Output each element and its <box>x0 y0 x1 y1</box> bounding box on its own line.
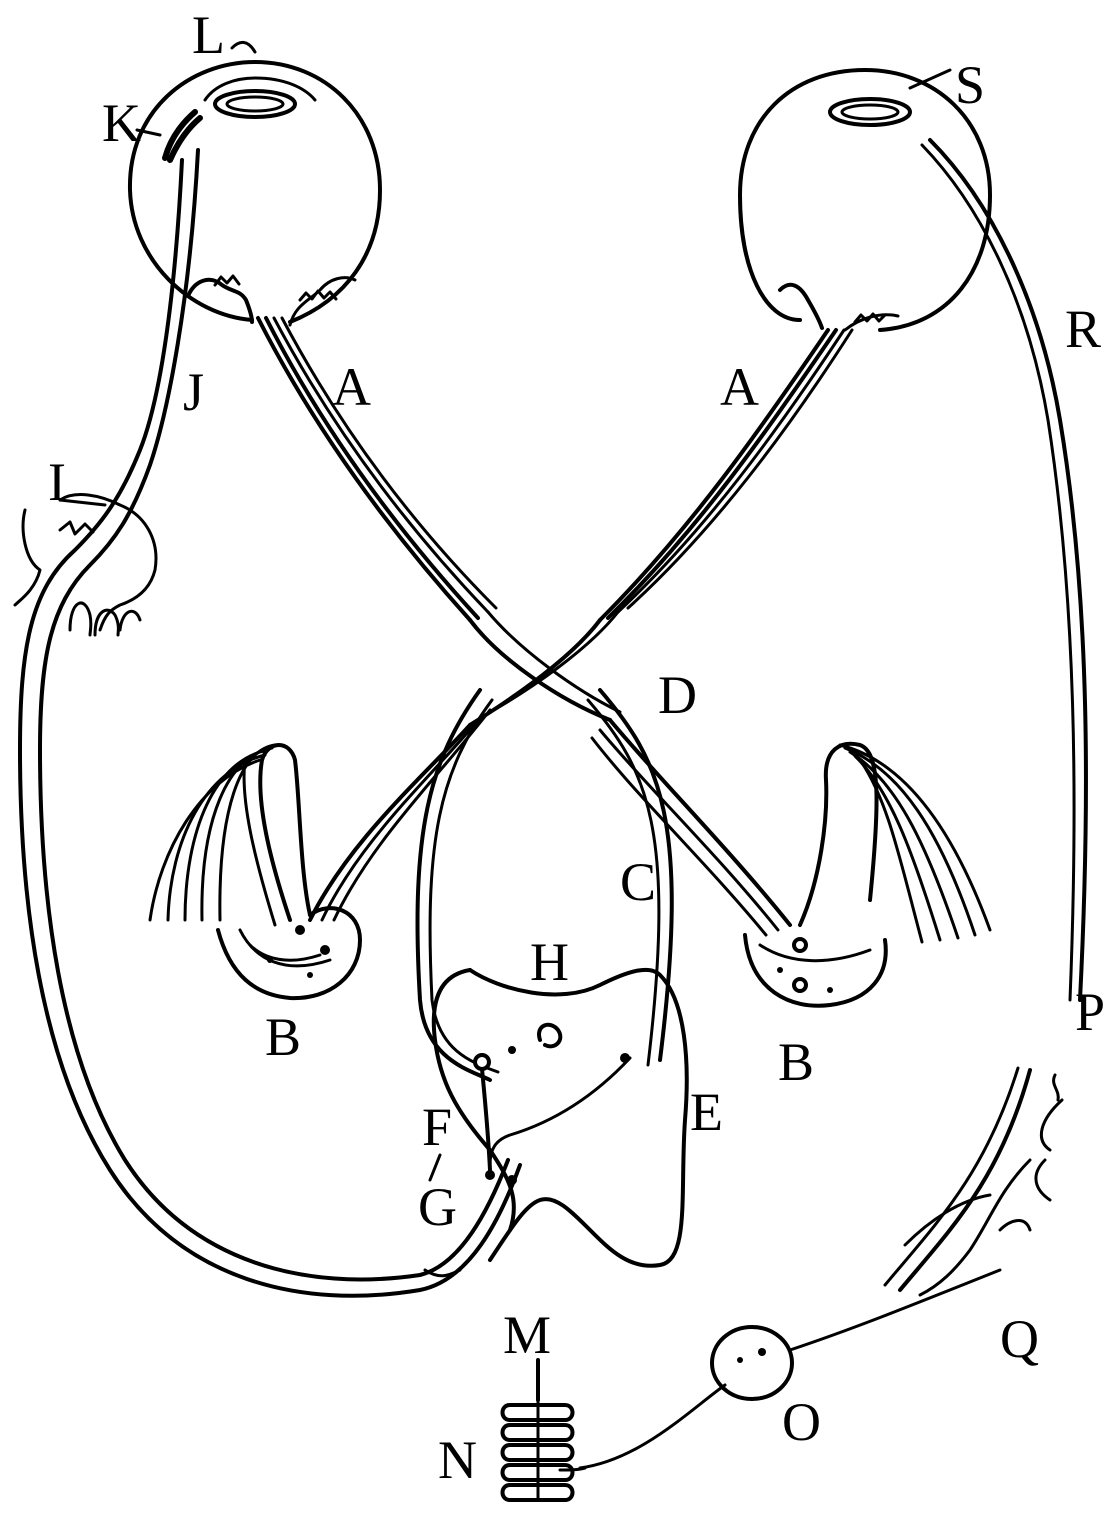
label-A-right: A <box>720 357 759 417</box>
label-I: I <box>48 452 66 512</box>
label-B-left: B <box>265 1007 302 1067</box>
oculomotor-nerve <box>18 148 522 1298</box>
superior-cervical-ganglion <box>710 1325 794 1401</box>
label-leader-lines <box>58 41 952 1182</box>
label-N: N <box>438 1430 477 1490</box>
optic-chiasm <box>468 610 622 727</box>
cerebral-aqueduct <box>537 1022 563 1049</box>
label-B-right: B <box>778 1032 815 1092</box>
label-S: S <box>955 55 986 115</box>
label-P: P <box>1075 982 1106 1042</box>
label-L: L <box>192 5 225 65</box>
left-optic-tract <box>308 708 492 922</box>
right-optic-nerve <box>598 328 854 622</box>
midbrain-section <box>431 967 689 1268</box>
label-J: J <box>183 362 205 422</box>
right-eyeball <box>738 68 992 332</box>
left-lens <box>213 89 297 119</box>
label-G: G <box>418 1177 457 1237</box>
right-retina <box>778 282 824 330</box>
label-M: M <box>503 1305 552 1365</box>
left-retina <box>186 277 254 324</box>
sympathetic-pathway <box>558 138 1088 1472</box>
label-A-left: A <box>332 357 371 417</box>
right-lens <box>828 97 912 127</box>
label-C: C <box>620 852 657 912</box>
label-E: E <box>690 1082 723 1142</box>
left-eyeball <box>127 60 382 327</box>
left-lateral-geniculate <box>148 743 362 1001</box>
label-O: O <box>782 1392 821 1452</box>
label-R: R <box>1065 299 1102 359</box>
label-F: F <box>422 1097 453 1157</box>
right-optic-tract <box>590 718 792 937</box>
right-lateral-geniculate <box>743 741 992 1008</box>
spinal-cord-segments <box>500 1358 575 1502</box>
label-K: K <box>102 93 141 153</box>
pretectal-fibers <box>415 688 674 1082</box>
ciliary-ganglion <box>13 493 158 637</box>
label-Q: Q <box>1000 1309 1039 1369</box>
left-optic-nerve <box>256 316 498 622</box>
label-H: H <box>530 932 569 992</box>
label-D: D <box>658 665 697 725</box>
